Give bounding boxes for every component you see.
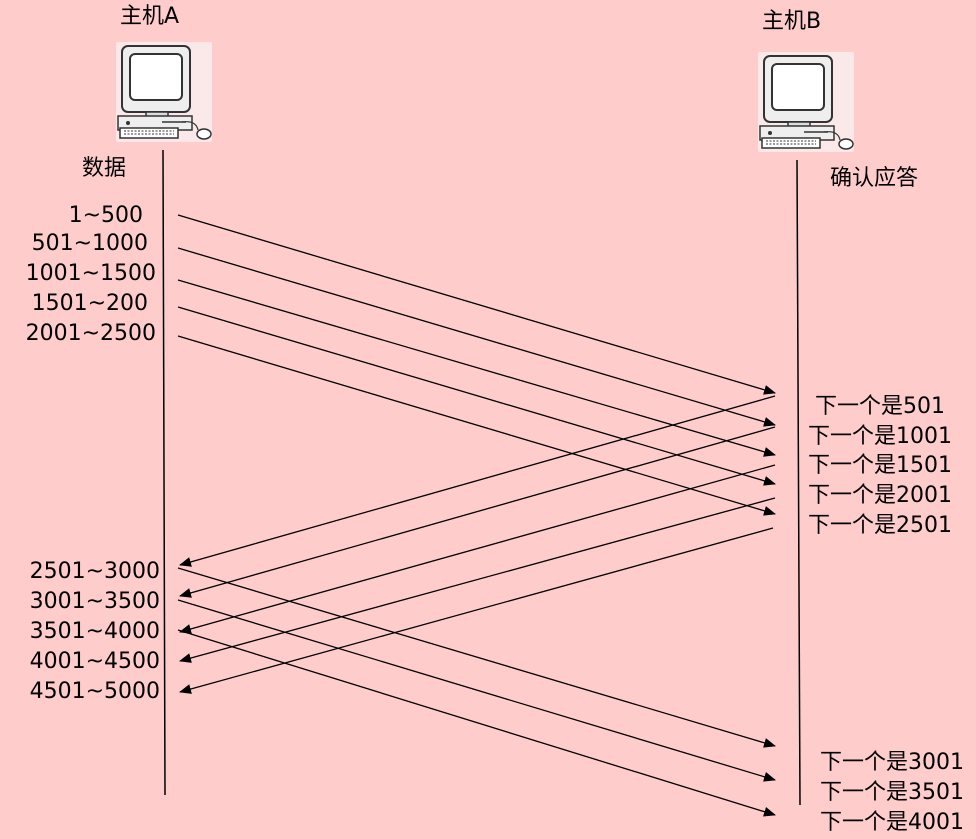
- data-arrow-2: [177, 247, 776, 427]
- data-arrow-6: [177, 567, 776, 748]
- sent-label-5: 2001~2500: [26, 321, 156, 346]
- ack-label-4: 下一个是2001: [808, 483, 952, 508]
- data-arrow-1: [177, 214, 776, 395]
- sent-label-9: 4001~4500: [30, 649, 160, 674]
- data-arrow-8: [177, 629, 776, 817]
- ack-label-3: 下一个是1501: [808, 453, 952, 478]
- ack-label-1: 下一个是501: [815, 394, 945, 419]
- sent-label-10: 4501~5000: [30, 679, 160, 704]
- host-a-lifeline: [162, 149, 166, 796]
- sent-label-1: 1~500: [69, 203, 143, 228]
- data-arrow-5: [177, 335, 776, 516]
- sent-label-7: 3001~3500: [30, 589, 160, 614]
- sent-label-4: 1501~200: [32, 291, 148, 316]
- ack-arrow-2: [179, 426, 776, 598]
- sent-label-3: 1001~1500: [26, 261, 156, 286]
- data-arrow-4: [177, 306, 776, 486]
- host-b-lifeline: [796, 159, 801, 806]
- host-a-name: 主机A: [120, 4, 179, 29]
- ack-arrow-4: [179, 497, 776, 663]
- ack-label-6: 下一个是3001: [820, 750, 964, 775]
- ack-label-8: 下一个是4001: [820, 810, 964, 835]
- ack-label-5: 下一个是2501: [808, 513, 952, 538]
- sent-label-2: 501~1000: [32, 231, 148, 256]
- sent-label-8: 3501~4000: [30, 619, 160, 644]
- ack-label-2: 下一个是1001: [808, 424, 952, 449]
- sent-label-6: 2501~3000: [30, 559, 160, 584]
- host-a-column-label: 数据: [82, 156, 126, 181]
- ack-arrow-3: [179, 464, 776, 634]
- data-arrow-3: [177, 279, 776, 457]
- ack-label-7: 下一个是3501: [820, 780, 964, 805]
- host-b-computer-icon: [757, 51, 855, 153]
- data-arrow-7: [177, 599, 776, 782]
- host-b-column-label: 确认应答: [830, 166, 918, 191]
- ack-arrow-5: [179, 527, 774, 694]
- host-b-name: 主机B: [762, 9, 821, 34]
- ack-arrow-1: [179, 395, 776, 567]
- host-a-computer-icon: [115, 41, 213, 143]
